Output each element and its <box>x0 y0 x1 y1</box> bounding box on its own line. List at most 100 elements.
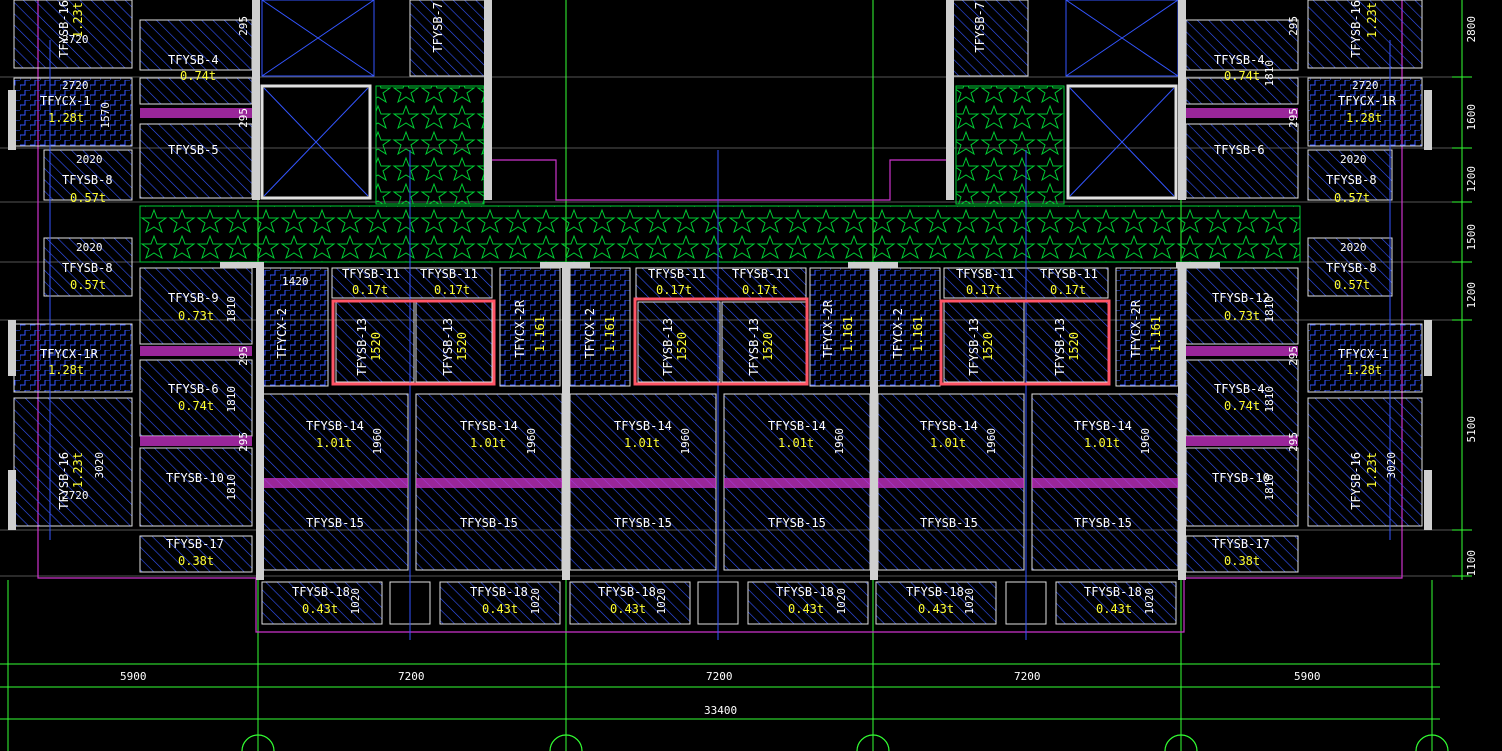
panel-label: TFYSB-12 <box>1212 291 1270 305</box>
selection-group-3[interactable] <box>939 299 1111 386</box>
axis-bubbles <box>241 734 1449 751</box>
panel-dim: 295 <box>237 108 250 128</box>
panel-label: TFYSB-8 <box>62 173 113 187</box>
panel-weight: 1.23t <box>1365 452 1379 489</box>
panel-dim: 1020 <box>529 588 542 615</box>
panel-label: TFYSB-16 <box>1349 452 1363 510</box>
joint-strips <box>140 108 1298 488</box>
panel-dim: 1960 <box>833 428 846 455</box>
panel-dim: 295 <box>1287 432 1300 452</box>
panel-label: TFYCX-2 <box>275 308 289 359</box>
panel-label: TFYSB-11 <box>420 267 478 281</box>
panel-dim: 2720 <box>62 33 89 46</box>
panel-label: TFYSB-8 <box>1326 173 1377 187</box>
panel-dim: 295 <box>237 346 250 366</box>
panel-weight: 0.74t <box>180 69 217 83</box>
elevator-shafts <box>260 0 1179 200</box>
panel-label: TFYSB-5 <box>168 143 219 157</box>
panel-dim: 1520 <box>1067 332 1081 361</box>
dimension-1500: 1500 <box>1465 224 1478 251</box>
panel-dim: 2720 <box>1352 79 1379 92</box>
panel-weight: 0.17t <box>966 283 1003 297</box>
panel-label: TFYSB-18 <box>1084 585 1142 599</box>
panel-label: TFYSB-4 <box>1214 382 1265 396</box>
panel-weight: 0.17t <box>656 283 693 297</box>
panel-label: TFYSB-11 <box>956 267 1014 281</box>
panel-weight: 1.161 <box>533 316 547 353</box>
panel-dim: 295 <box>1287 346 1300 366</box>
panel-label: TFYSB-14 <box>460 419 518 433</box>
panel-label: TFYCX-1 <box>40 94 91 108</box>
panel-dim: 295 <box>1287 108 1300 128</box>
panel-label: TFYCX-2 <box>583 308 597 359</box>
selection-group-1[interactable] <box>331 299 496 386</box>
panel-label: TFYSB-8 <box>62 261 113 275</box>
panel-dim: 1810 <box>1263 296 1276 323</box>
panel-dim: 1570 <box>99 102 112 129</box>
panel-weight: 0.17t <box>352 283 389 297</box>
panel-dim: 2020 <box>76 241 103 254</box>
panel-label: TFYSB-15 <box>920 516 978 530</box>
panel-label: TFYSB-13 <box>355 318 369 376</box>
building-outline <box>37 0 1403 633</box>
panel-label: TFYSB-16 <box>1349 0 1363 58</box>
panel-weight: 1.161 <box>911 316 925 353</box>
panel-label: TFYCX-1R <box>40 347 98 361</box>
panel-label: TFYSB-6 <box>168 382 219 396</box>
panel-weight: 1.01t <box>316 436 353 450</box>
panel-weight: 0.73t <box>1224 309 1261 323</box>
panel-label: TFYSB-4 <box>168 53 219 67</box>
panel-label: TFYSB-13 <box>1053 318 1067 376</box>
panel-label: TFYSB-17 <box>1212 537 1270 551</box>
panel-dim: 1520 <box>675 332 689 361</box>
panel-weight: 0.43t <box>482 602 519 616</box>
panel-label: TFYSB-7 <box>431 2 445 53</box>
panel-weight: 0.74t <box>178 399 215 413</box>
panel-label: TFYSB-15 <box>460 516 518 530</box>
panel-label: TFYSB-15 <box>1074 516 1132 530</box>
panel-dim: 1520 <box>761 332 775 361</box>
slab-panels <box>13 0 1423 625</box>
panel-dim: 1020 <box>963 588 976 615</box>
panel-label: TFYSB-18 <box>598 585 656 599</box>
panel-dim: 295 <box>237 16 250 36</box>
panel-weight: 1.23t <box>71 452 85 489</box>
panel-label: TFYSB-6 <box>1214 143 1265 157</box>
panel-label: TFYSB-15 <box>614 516 672 530</box>
panel-dim: 1420 <box>282 275 309 288</box>
panel-weight: 0.17t <box>742 283 779 297</box>
panel-dim: 1960 <box>371 428 384 455</box>
panel-weight: 0.43t <box>1096 602 1133 616</box>
panel-label: TFYSB-13 <box>661 318 675 376</box>
panel-label: TFYSB-13 <box>967 318 981 376</box>
panel-dim: 1020 <box>349 588 362 615</box>
panel-dim: 1960 <box>985 428 998 455</box>
dimension-7200: 7200 <box>398 670 425 683</box>
panel-weight: 0.38t <box>1224 554 1261 568</box>
panel-label: TFYSB-10 <box>1212 471 1270 485</box>
blue-centerlines <box>49 40 1391 640</box>
panel-weight: 0.74t <box>1224 399 1261 413</box>
panel-weight: 1.01t <box>930 436 967 450</box>
panel-dim: 1960 <box>525 428 538 455</box>
dimension-1200: 1200 <box>1465 166 1478 193</box>
walls <box>8 0 1432 580</box>
panel-dim: 1810 <box>1263 386 1276 413</box>
panel-label: TFYSB-18 <box>776 585 834 599</box>
panel-dim: 2020 <box>1340 241 1367 254</box>
dimension-5100: 5100 <box>1465 416 1478 443</box>
dimension-1100: 1100 <box>1465 550 1478 577</box>
panel-dim: 2020 <box>76 153 103 166</box>
panel-weight: 0.74t <box>1224 69 1261 83</box>
selection-highlights[interactable] <box>331 297 1111 386</box>
panel-label: TFYSB-15 <box>306 516 364 530</box>
panel-label: TFYCX-2R <box>1129 300 1143 358</box>
panel-weight: 1.28t <box>1346 363 1383 377</box>
selection-group-2[interactable] <box>633 297 809 386</box>
dimension-1200: 1200 <box>1465 282 1478 309</box>
panel-dim: 1960 <box>679 428 692 455</box>
panel-label: TFYSB-17 <box>166 537 224 551</box>
panel-weight: 1.01t <box>778 436 815 450</box>
panel-label: TFYCX-2 <box>891 308 905 359</box>
